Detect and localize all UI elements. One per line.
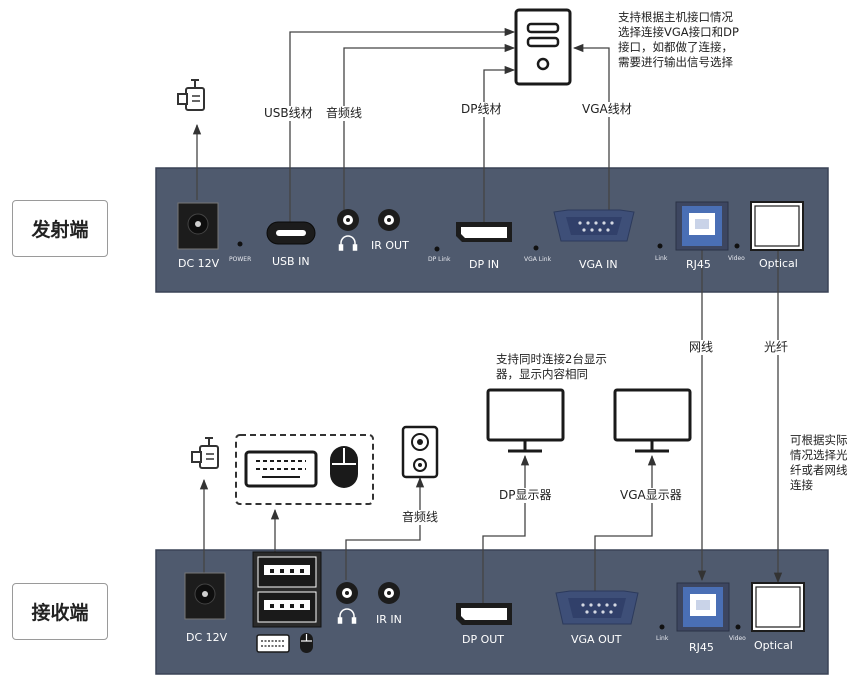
audio-cable-line-rx: [345, 476, 425, 580]
dc-label-tx: DC 12V: [178, 257, 220, 270]
rj45-label-rx: RJ45: [689, 641, 714, 654]
dc-port-tx: [177, 202, 219, 250]
dp-cable-label: DP线材: [461, 102, 502, 117]
video-led-rx: [735, 624, 741, 630]
audio-cable-line-tx: [343, 43, 516, 210]
vga-label-rx: VGA OUT: [571, 633, 622, 646]
network-cable-label: 网线: [689, 340, 714, 355]
ir-label-rx: IR IN: [376, 613, 402, 626]
vga-link-label: VGA Link: [524, 256, 552, 263]
rj45-label-tx: RJ45: [686, 258, 711, 271]
vga-port-tx: [553, 209, 635, 242]
video-label-tx: Video: [728, 255, 745, 262]
dp-display-label: DP显示器: [499, 488, 552, 503]
host-note: 支持根据主机接口情况 选择连接VGA接口和DP 接口，如都做了连接， 需要进行输…: [618, 10, 739, 69]
monitor-icon: [613, 388, 692, 453]
receiver-label: 接收端: [12, 583, 108, 640]
link-led-rx: [659, 624, 665, 630]
vga-cable-line: [572, 43, 610, 212]
vga-link-led: [533, 245, 539, 251]
mouse-icon: [330, 446, 358, 488]
ir-port-rx: [378, 582, 400, 604]
displays-note: 支持同时连接2台显示 器，显示内容相同: [496, 352, 607, 381]
usb-cable-line: [289, 27, 516, 224]
speaker-icon: [401, 425, 439, 479]
vga-cable-label: VGA线材: [582, 102, 632, 117]
dc-label-rx: DC 12V: [186, 631, 228, 644]
computer-host-icon: [514, 8, 572, 86]
dp-port-rx: [456, 603, 512, 625]
power-adapter-icon: [191, 437, 219, 469]
vga-label-tx: VGA IN: [579, 258, 618, 271]
headphone-icon: [338, 235, 358, 251]
usb-port-tx: [266, 221, 316, 245]
audio-port-rx: [336, 582, 358, 604]
dp-label-tx: DP IN: [469, 258, 500, 271]
transmitter-label: 发射端: [12, 200, 108, 257]
keyboard-icon: [256, 634, 290, 653]
mouse-icon: [300, 633, 313, 653]
usb-ports-rx: [252, 551, 322, 628]
keyboard-icon: [244, 450, 318, 488]
fiber-cable-label: 光纤: [764, 340, 789, 355]
dp-label-rx: DP OUT: [462, 633, 505, 646]
audio-port-tx: [337, 209, 359, 231]
ir-label-tx: IR OUT: [371, 239, 409, 252]
power-label: POWER: [229, 256, 252, 263]
power-led: [237, 241, 243, 247]
rj45-port-rx: [676, 582, 730, 632]
audio-cable-label-rx: 音频线: [402, 510, 439, 525]
rj45-port-tx: [675, 201, 729, 251]
dp-port-tx: [456, 222, 512, 242]
video-led-tx: [734, 243, 740, 249]
monitor-icon: [486, 388, 565, 453]
optical-label-tx: Optical: [759, 257, 798, 270]
dp-link-label: DP Link: [428, 256, 451, 263]
usb-cable-label: USB线材: [264, 106, 313, 121]
ir-port-tx: [378, 209, 400, 231]
vga-port-rx: [555, 590, 639, 625]
link-led-tx: [657, 243, 663, 249]
usb-label-tx: USB IN: [272, 255, 310, 268]
audio-cable-label-tx: 音频线: [326, 106, 363, 121]
power-adapter-icon: [177, 79, 205, 111]
optical-label-rx: Optical: [754, 639, 793, 652]
optical-port-rx: [751, 582, 805, 632]
headphone-icon: [337, 608, 357, 624]
dp-cable-line: [483, 65, 516, 224]
link-label-rx: Link: [656, 635, 669, 642]
link-label-tx: Link: [655, 255, 668, 262]
dp-link-led: [434, 246, 440, 252]
video-label-rx: Video: [729, 635, 746, 642]
link-note: 可根据实际 情况选择光 纤或者网线 连接: [790, 433, 848, 492]
dc-port-rx: [184, 572, 226, 620]
optical-port-tx: [750, 201, 804, 251]
vga-display-label: VGA显示器: [620, 488, 682, 503]
